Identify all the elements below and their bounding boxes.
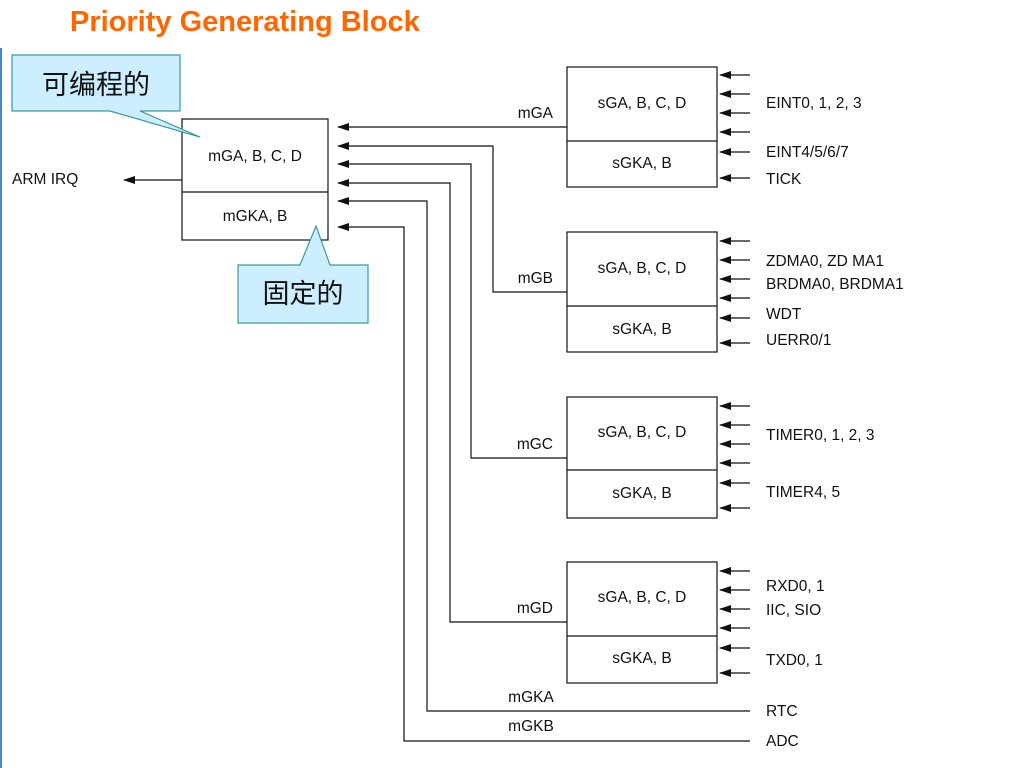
bus-label-mgkb: mGKB xyxy=(508,718,554,735)
source-label: WDT xyxy=(766,306,802,323)
arm-irq-output: ARM IRQ xyxy=(12,171,182,188)
source-label: ADC xyxy=(766,733,799,750)
source-label: TIMER0, 1, 2, 3 xyxy=(766,427,875,444)
slave-block-a: sGA, B, C, D sGKA, B xyxy=(566,66,718,188)
source-label: TICK xyxy=(766,171,802,188)
source-label: ZDMA0, ZD MA1 xyxy=(766,253,884,270)
slave-b-ga-label: sGA, B, C, D xyxy=(598,260,687,277)
master-ga-label: mGA, B, C, D xyxy=(208,148,302,165)
source-label: EINT4/5/6/7 xyxy=(766,144,849,161)
input-arrows xyxy=(719,71,750,677)
slave-block-d: sGA, B, C, D sGKA, B xyxy=(566,561,718,684)
source-label: TIMER4, 5 xyxy=(766,484,840,501)
slave-d-ga-label: sGA, B, C, D xyxy=(598,589,687,606)
wire-mgd xyxy=(337,179,567,623)
bus-label-mgb: mGB xyxy=(518,270,553,287)
slave-c-gka-label: sGKA, B xyxy=(612,485,671,502)
slave-c-ga-label: sGA, B, C, D xyxy=(598,424,687,441)
page-title: Priority Generating Block xyxy=(70,6,420,38)
bus-wires xyxy=(337,123,750,742)
callout-programmable: 可编程的 xyxy=(11,54,201,138)
master-block: mGA, B, C, D mGKA, B xyxy=(181,118,329,241)
wire-mgc xyxy=(337,160,567,459)
slave-d-gka-label: sGKA, B xyxy=(612,650,671,667)
slide-left-rule xyxy=(0,48,2,768)
slave-b-gka-label: sGKA, B xyxy=(612,321,671,338)
master-gka-label: mGKA, B xyxy=(223,208,288,225)
slave-block-b: sGA, B, C, D sGKA, B xyxy=(566,231,718,353)
slave-block-c: sGA, B, C, D sGKA, B xyxy=(566,396,718,519)
source-label: RXD0, 1 xyxy=(766,578,825,595)
slave-a-gka-label: sGKA, B xyxy=(612,155,671,172)
source-label: IIC, SIO xyxy=(766,602,821,619)
callout-fixed: 固定的 xyxy=(237,224,369,324)
source-label: BRDMA0, BRDMA1 xyxy=(766,276,904,293)
wire-mgb xyxy=(337,142,567,293)
arm-irq-label: ARM IRQ xyxy=(12,171,78,188)
source-label: TXD0, 1 xyxy=(766,652,823,669)
slave-a-ga-label: sGA, B, C, D xyxy=(598,95,687,112)
source-label: EINT0, 1, 2, 3 xyxy=(766,95,862,112)
callout-fixed-text: 固定的 xyxy=(263,279,344,310)
source-label: RTC xyxy=(766,703,798,720)
bus-label-mgc: mGC xyxy=(517,436,553,453)
callout-programmable-text: 可编程的 xyxy=(42,70,150,101)
source-label: UERR0/1 xyxy=(766,332,831,349)
bus-label-mgka: mGKA xyxy=(508,689,554,706)
bus-label-mga: mGA xyxy=(518,105,554,122)
wire-mgka xyxy=(337,197,750,712)
bus-label-mgd: mGD xyxy=(517,600,553,617)
wire-mgkb xyxy=(337,223,750,742)
